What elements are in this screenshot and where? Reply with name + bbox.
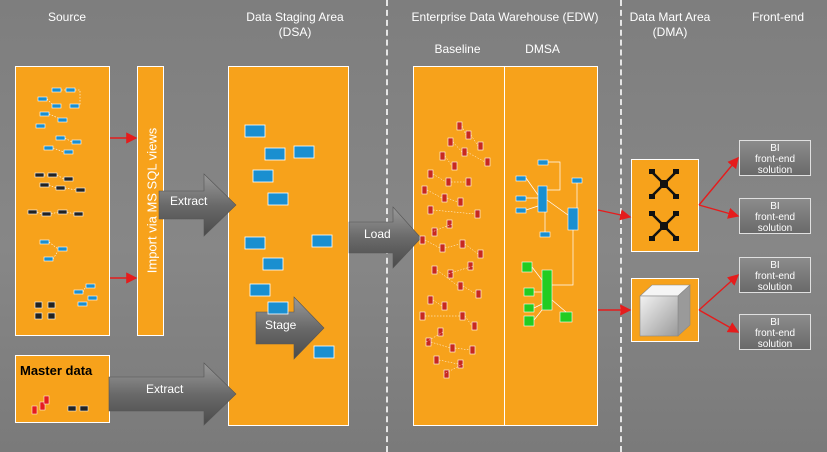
source-schema-icons [35, 87, 98, 307]
header-frontend: Front-end [751, 10, 805, 24]
load-arrow [348, 206, 422, 269]
source-dotted-links [36, 89, 87, 293]
cube-icon [639, 284, 691, 337]
header-dsa: Data Staging Area (DSA) [246, 10, 344, 39]
extract-top-label: Extract [170, 194, 208, 208]
baseline-table-icons [419, 121, 491, 379]
dma-to-bi-arrow-2 [698, 204, 740, 219]
extract-bottom-arrow [108, 362, 237, 426]
dma-to-bi-arrow-3 [698, 274, 740, 311]
baseline-links [424, 125, 486, 375]
dma-cube-box [631, 159, 699, 252]
source-dark-icons [27, 172, 86, 320]
star-schema-icon-2 [649, 211, 679, 241]
header-edw: Enterprise Data Warehouse (EDW) [411, 10, 599, 24]
dsa-table-icons [244, 124, 335, 359]
master-data-label: Master data [20, 363, 93, 378]
master-data-icons [31, 395, 89, 415]
dmsa-links [525, 161, 578, 321]
header-source: Source [47, 10, 87, 24]
load-label: Load [364, 227, 391, 241]
source-systems-box [15, 66, 110, 336]
master-data-box [15, 355, 110, 423]
extract-top-arrow [158, 173, 237, 237]
dma-to-bi-arrow-4 [698, 309, 740, 333]
edw-dmsa-label: DMSA [525, 42, 560, 56]
star-schema-icon-1 [649, 169, 679, 199]
edw-divider [504, 66, 505, 426]
stage-label: Stage [265, 318, 297, 332]
separator-edw-dma [620, 0, 622, 452]
dma-to-bi-arrow-1 [698, 156, 739, 206]
header-dma: Data Mart Area (DMA) [629, 10, 711, 39]
extract-bottom-label: Extract [146, 382, 184, 396]
dmsa-green-icons [521, 261, 573, 327]
edw-to-cube-arrow [597, 209, 632, 221]
dmsa-blue-icons [515, 159, 583, 238]
edw-baseline-label: Baseline [434, 42, 481, 56]
